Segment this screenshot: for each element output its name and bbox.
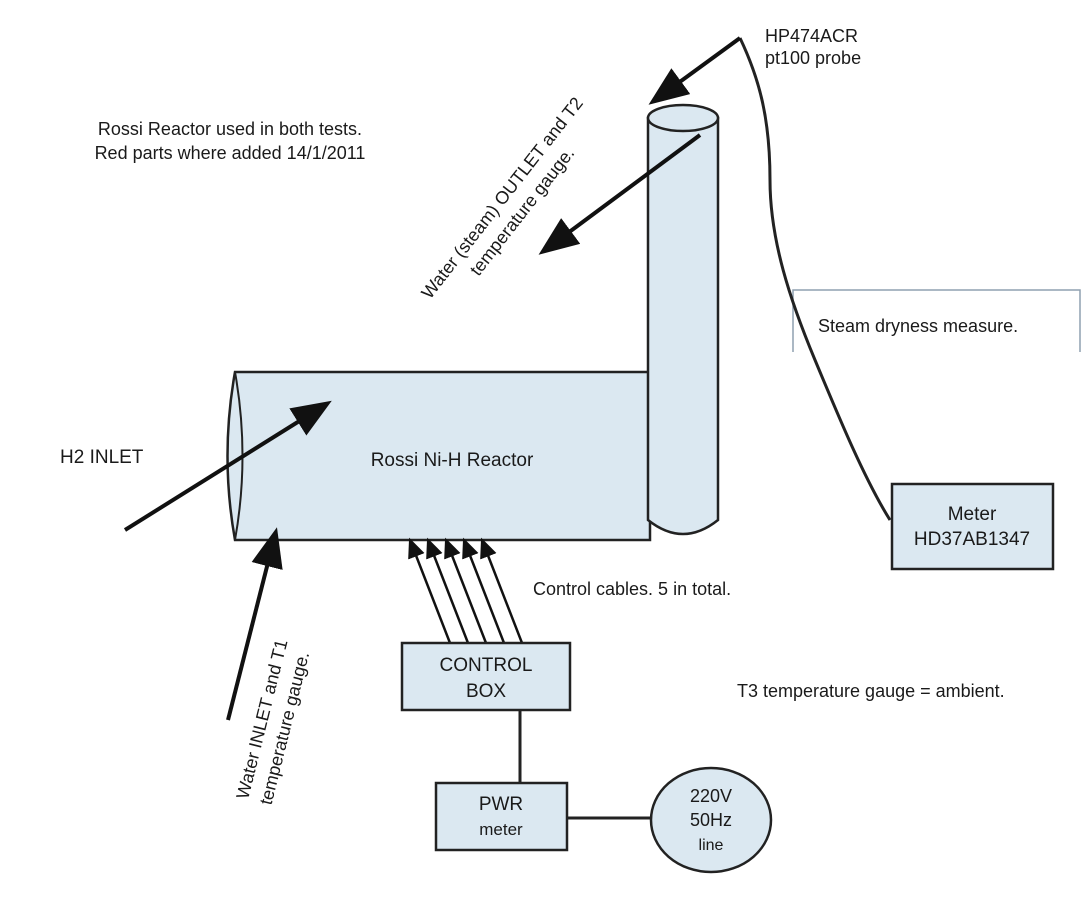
probe-cable xyxy=(738,37,892,521)
probe-line-1: HP474ACR xyxy=(765,26,858,46)
intro-line-2: Red parts where added 14/1/2011 xyxy=(95,143,366,163)
control-cable-3 xyxy=(444,537,488,644)
control-cable-2 xyxy=(426,537,470,644)
pwr-line-1: PWR xyxy=(479,794,523,815)
line-supply-3: line xyxy=(699,837,724,854)
reactor-label: Rossi Ni-H Reactor xyxy=(371,450,534,471)
control-box-line-2: BOX xyxy=(466,681,506,702)
steam-dryness-box xyxy=(792,289,1081,352)
outlet-arrow xyxy=(538,133,702,255)
pwr-line-2: meter xyxy=(479,820,523,839)
h2-inlet-arrow xyxy=(123,400,332,532)
line-supply-1: 220V xyxy=(690,786,732,806)
probe-arrow xyxy=(648,36,742,105)
intro-line-1: Rossi Reactor used in both tests. xyxy=(98,119,362,139)
control-cable-1 xyxy=(408,537,452,644)
line-supply-2: 50Hz xyxy=(690,810,732,830)
steam-dryness-label: Steam dryness measure. xyxy=(818,316,1018,336)
meter-line-2: HD37AB1347 xyxy=(914,529,1030,550)
power-line-circle xyxy=(649,766,773,874)
water-inlet-arrow xyxy=(226,527,283,721)
meter-box xyxy=(890,482,1055,571)
t3-label: T3 temperature gauge = ambient. xyxy=(737,681,1005,701)
chimney-top xyxy=(646,103,720,133)
probe-line-2: pt100 probe xyxy=(765,48,861,68)
control-cables xyxy=(408,537,524,644)
control-cables-label: Control cables. 5 in total. xyxy=(533,579,731,599)
meter-line-1: Meter xyxy=(948,504,997,525)
control-cable-4 xyxy=(462,537,506,644)
control-box xyxy=(400,641,572,712)
h2-inlet-label: H2 INLET xyxy=(60,447,144,468)
outlet-label-line-1: Water (steam) OUTLET and T2 xyxy=(417,93,587,302)
steam-chimney xyxy=(646,116,720,536)
control-box-line-1: CONTROL xyxy=(440,655,533,676)
control-cable-5 xyxy=(480,537,524,644)
